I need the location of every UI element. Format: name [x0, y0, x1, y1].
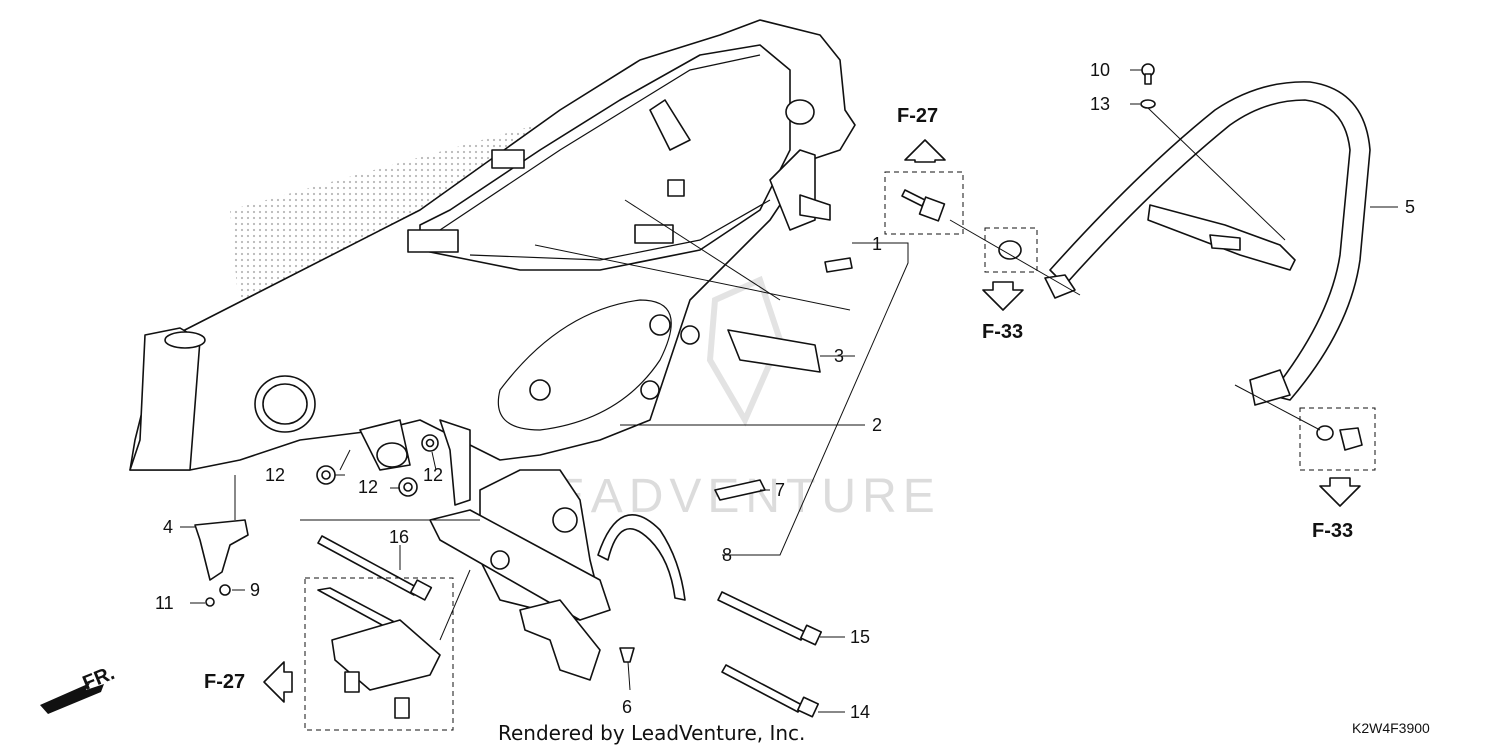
f33-washer-box: [984, 227, 1038, 273]
ref-f33-middle[interactable]: F-33: [982, 321, 1023, 343]
watermark-flame-icon: [706, 275, 784, 427]
part-8-band: [597, 513, 686, 601]
ref-f27-left[interactable]: F-27: [204, 671, 245, 693]
label-12-left: 12: [265, 465, 285, 485]
front-marker-label: FR.: [80, 662, 118, 694]
f33-down-arrow-icon: [982, 281, 1024, 311]
label-8: 8: [722, 545, 732, 565]
f27-top-box: [884, 171, 964, 235]
label-4: 4: [163, 517, 173, 537]
label-6: 6: [622, 697, 632, 717]
bolts: [317, 535, 823, 718]
label-3: 3: [834, 346, 844, 366]
diagram-code: K2W4F3900: [1352, 720, 1430, 736]
label-12-middle: 12: [358, 477, 378, 497]
clip-6: [619, 647, 635, 663]
label-2: 2: [872, 415, 882, 435]
grab-rail-5: [1044, 63, 1371, 406]
label-11: 11: [155, 593, 174, 613]
label-15: 15: [850, 627, 870, 647]
label-9: 9: [250, 580, 260, 600]
part-3-strip: [727, 329, 821, 373]
label-16: 16: [389, 527, 409, 547]
f27-sub-assembly-box: [304, 577, 454, 731]
label-12-right: 12: [423, 465, 443, 485]
frame-body: [129, 19, 856, 681]
f27-left-arrow-icon: [263, 661, 293, 703]
bracket-4: [194, 519, 249, 607]
label-14: 14: [850, 702, 870, 722]
f33-right-box: [1299, 407, 1376, 471]
f27-up-arrow-icon: [904, 139, 946, 163]
f33-right-down-arrow-icon: [1319, 477, 1361, 507]
label-5: 5: [1405, 197, 1415, 217]
footer-credit: Rendered by LeadVenture, Inc.: [498, 721, 805, 745]
front-direction-arrow-icon: [40, 683, 104, 714]
part-1-pad: [824, 257, 853, 273]
label-13: 13: [1090, 94, 1110, 114]
ref-f33-right[interactable]: F-33: [1312, 520, 1353, 542]
label-10: 10: [1090, 60, 1110, 80]
leader-lines: [180, 69, 1398, 713]
label-7: 7: [775, 480, 785, 500]
label-1: 1: [872, 234, 882, 254]
ref-f27-top[interactable]: F-27: [897, 105, 938, 127]
